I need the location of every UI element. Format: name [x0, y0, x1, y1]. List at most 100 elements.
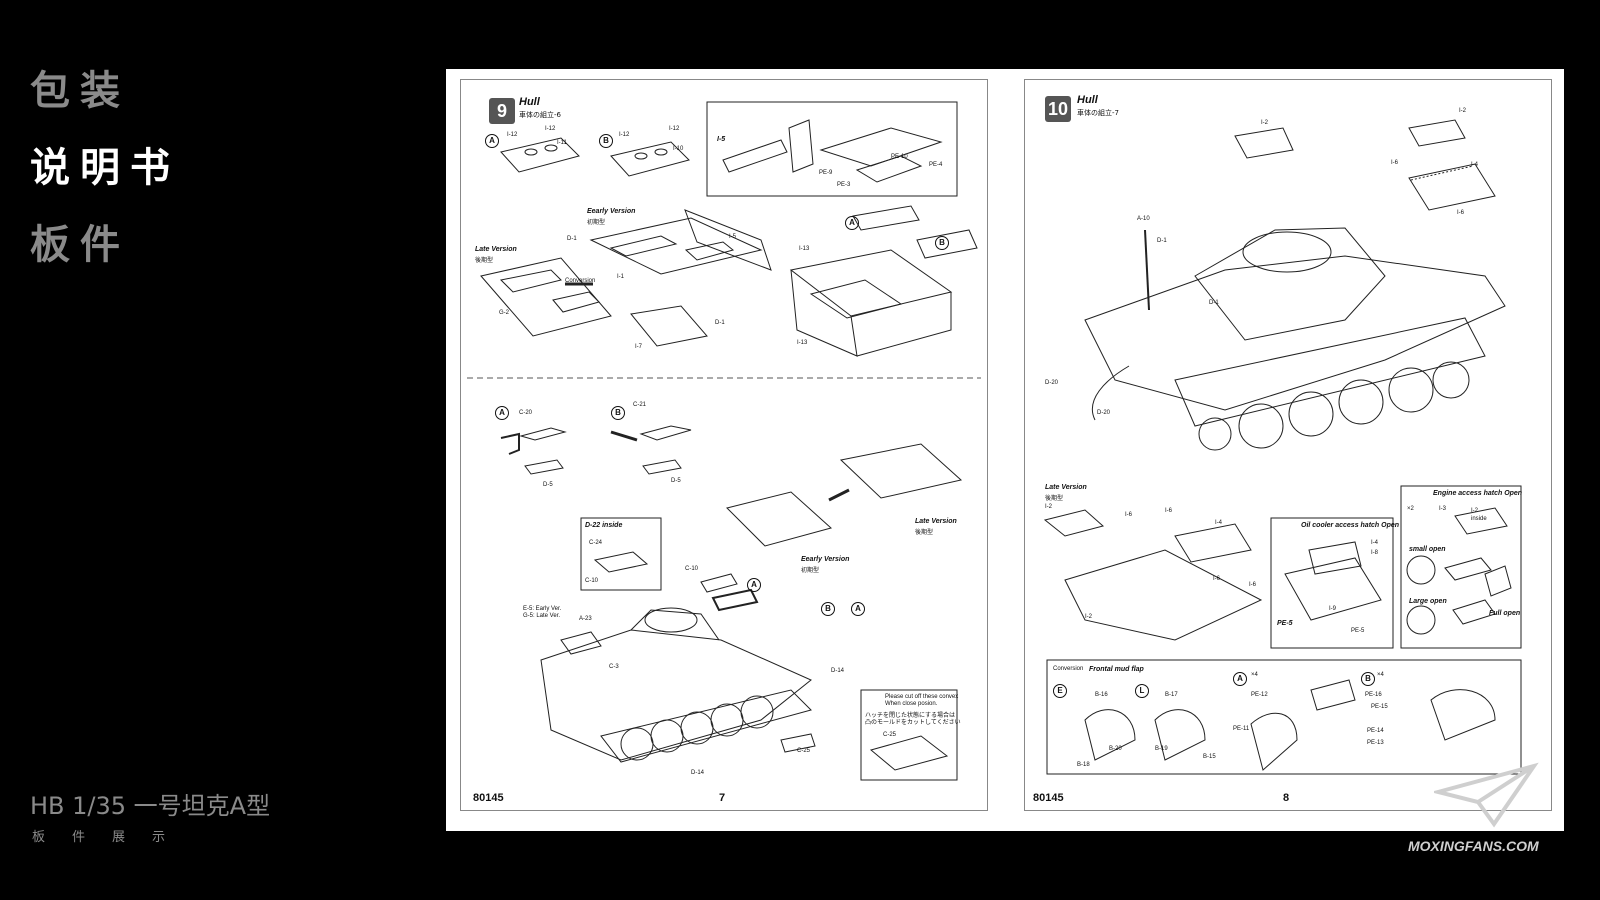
part-label: I-4	[1471, 162, 1479, 168]
part-label: I-12	[545, 126, 556, 132]
part-label: I-10	[673, 146, 684, 152]
part-label: B-16	[1095, 692, 1108, 698]
part-label: I-2	[1471, 508, 1479, 514]
quantity-label: ×4	[1377, 672, 1384, 678]
early-version-label-jp: 初期型	[587, 220, 606, 226]
part-label: C-24	[589, 540, 603, 546]
late-marker: L	[1135, 684, 1149, 698]
part-label: PE-16	[1365, 692, 1382, 698]
part-label: A-10	[1137, 216, 1150, 222]
part-label: I-9	[1329, 606, 1337, 612]
option-a-marker: A	[485, 134, 499, 148]
part-label: C-25	[883, 732, 897, 738]
part-label: I-6	[1391, 160, 1399, 166]
warning-text: When close posion.	[885, 701, 938, 707]
quantity-label: ×2	[1407, 506, 1414, 512]
part-label: PE-15	[1371, 704, 1388, 710]
part-label: I-12	[669, 126, 680, 132]
small-open-label: small open	[1409, 546, 1446, 553]
nav-item-packaging[interactable]: 包装	[30, 68, 130, 114]
part-label: I-13	[797, 340, 808, 346]
warning-text: 凸のモールドをカットしてください	[865, 720, 961, 726]
part-label: B-20	[1109, 746, 1122, 752]
quantity-label: ×4	[1251, 672, 1258, 678]
engine-hatch-inset-title: Engine access hatch Open	[1433, 490, 1523, 497]
late-version-label: Late Version	[475, 246, 517, 253]
step-9-badge: 9	[489, 98, 515, 124]
warning-text: Please cut off these convex	[885, 694, 959, 700]
part-label: C-20	[519, 410, 533, 416]
part-label: I-2	[1459, 108, 1467, 114]
part-label: I-13	[799, 246, 810, 252]
part-label: I-6	[1457, 210, 1465, 216]
part-label: PE-13	[1367, 740, 1384, 746]
part-label: I-11	[557, 140, 567, 146]
part-label: D-5	[671, 478, 681, 484]
part-label: C-3	[609, 664, 619, 670]
option-a-marker: A	[845, 216, 859, 230]
option-a-marker: A	[495, 406, 509, 420]
nav-item-instructions[interactable]: 说明书	[30, 145, 180, 191]
part-label: I-5	[729, 234, 737, 240]
part-label: I-1	[617, 274, 625, 280]
full-open-label: Full open	[1489, 610, 1521, 617]
part-label: D-1	[1157, 238, 1167, 244]
late-version-label-jp: 後期型	[1045, 496, 1064, 502]
option-a-marker: A	[747, 578, 761, 592]
part-label: I-3	[1439, 506, 1447, 512]
part-label: D-14	[691, 770, 705, 776]
part-label: D-1	[567, 236, 577, 242]
part-label: B-18	[1077, 762, 1090, 768]
part-label: C-10	[585, 578, 599, 584]
part-label: I-6	[1249, 582, 1257, 588]
late-version-label: Late Version	[915, 518, 957, 525]
step-9-subtitle: 車体の組立-6	[519, 111, 561, 119]
part-label: PE-5	[1277, 620, 1293, 627]
watermark-text: MOXINGFANS.COM	[1408, 838, 1539, 854]
step-10-subtitle: 車体の組立-7	[1077, 109, 1119, 117]
option-a-marker: A	[851, 602, 865, 616]
step-9-title: Hull	[519, 96, 540, 108]
nav-item-sprues[interactable]: 板件	[30, 222, 130, 268]
early-version-label-jp: 初期型	[801, 568, 820, 574]
part-label: PE-4	[929, 162, 943, 168]
assembly-drawing-step-10	[1043, 119, 1522, 775]
part-label: D-1	[1209, 300, 1219, 306]
late-version-label: Late Version	[1045, 484, 1087, 491]
late-version-label-jp: 後期型	[475, 258, 494, 264]
part-label: B-19	[1155, 746, 1168, 752]
part-label: PE-14	[1367, 728, 1384, 734]
caption-subtitle: 板件展示	[32, 830, 193, 845]
conversion-label: Conversion	[565, 278, 596, 284]
part-label: PE-10	[891, 154, 908, 160]
part-label: B-15	[1203, 754, 1216, 760]
part-label: D-5	[543, 482, 553, 488]
part-label: PE-12	[1251, 692, 1268, 698]
part-label: I-2	[1085, 614, 1093, 620]
part-label: PE-11	[1233, 726, 1250, 732]
part-label: D-1	[715, 320, 725, 326]
paper-plane-logo-icon	[1434, 762, 1539, 828]
part-label: I-6	[1165, 508, 1173, 514]
part-label: PE-3	[837, 182, 851, 188]
part-label: I-4	[1215, 520, 1223, 526]
part-label: PE-5	[1351, 628, 1365, 634]
version-note: G-5: Late Ver.	[523, 613, 561, 619]
part-label: C-10	[685, 566, 699, 572]
large-open-label: Large open	[1409, 598, 1447, 605]
part-label: PE-9	[819, 170, 833, 176]
part-label: I-5	[717, 136, 726, 143]
early-version-label: Eearly Version	[801, 556, 850, 563]
option-b-marker: B	[1361, 672, 1375, 686]
late-version-label-jp: 後期型	[915, 530, 934, 536]
inside-label: inside	[1471, 516, 1487, 522]
part-label: I-12	[507, 132, 518, 138]
option-b-marker: B	[935, 236, 949, 250]
instruction-page-8: 10 Hull 車体の組立-7 I-2 I-2 I-6 I-4 I-6 A-10…	[1024, 79, 1552, 811]
early-version-label: Eearly Version	[587, 208, 636, 215]
warning-text: ハッチを閉じた状態にする場合は	[865, 713, 956, 719]
part-label: I-2	[1261, 120, 1269, 126]
assembly-drawing-step-9	[467, 101, 981, 781]
kit-number: 80145	[1033, 792, 1064, 804]
part-label: C-25	[797, 748, 811, 754]
